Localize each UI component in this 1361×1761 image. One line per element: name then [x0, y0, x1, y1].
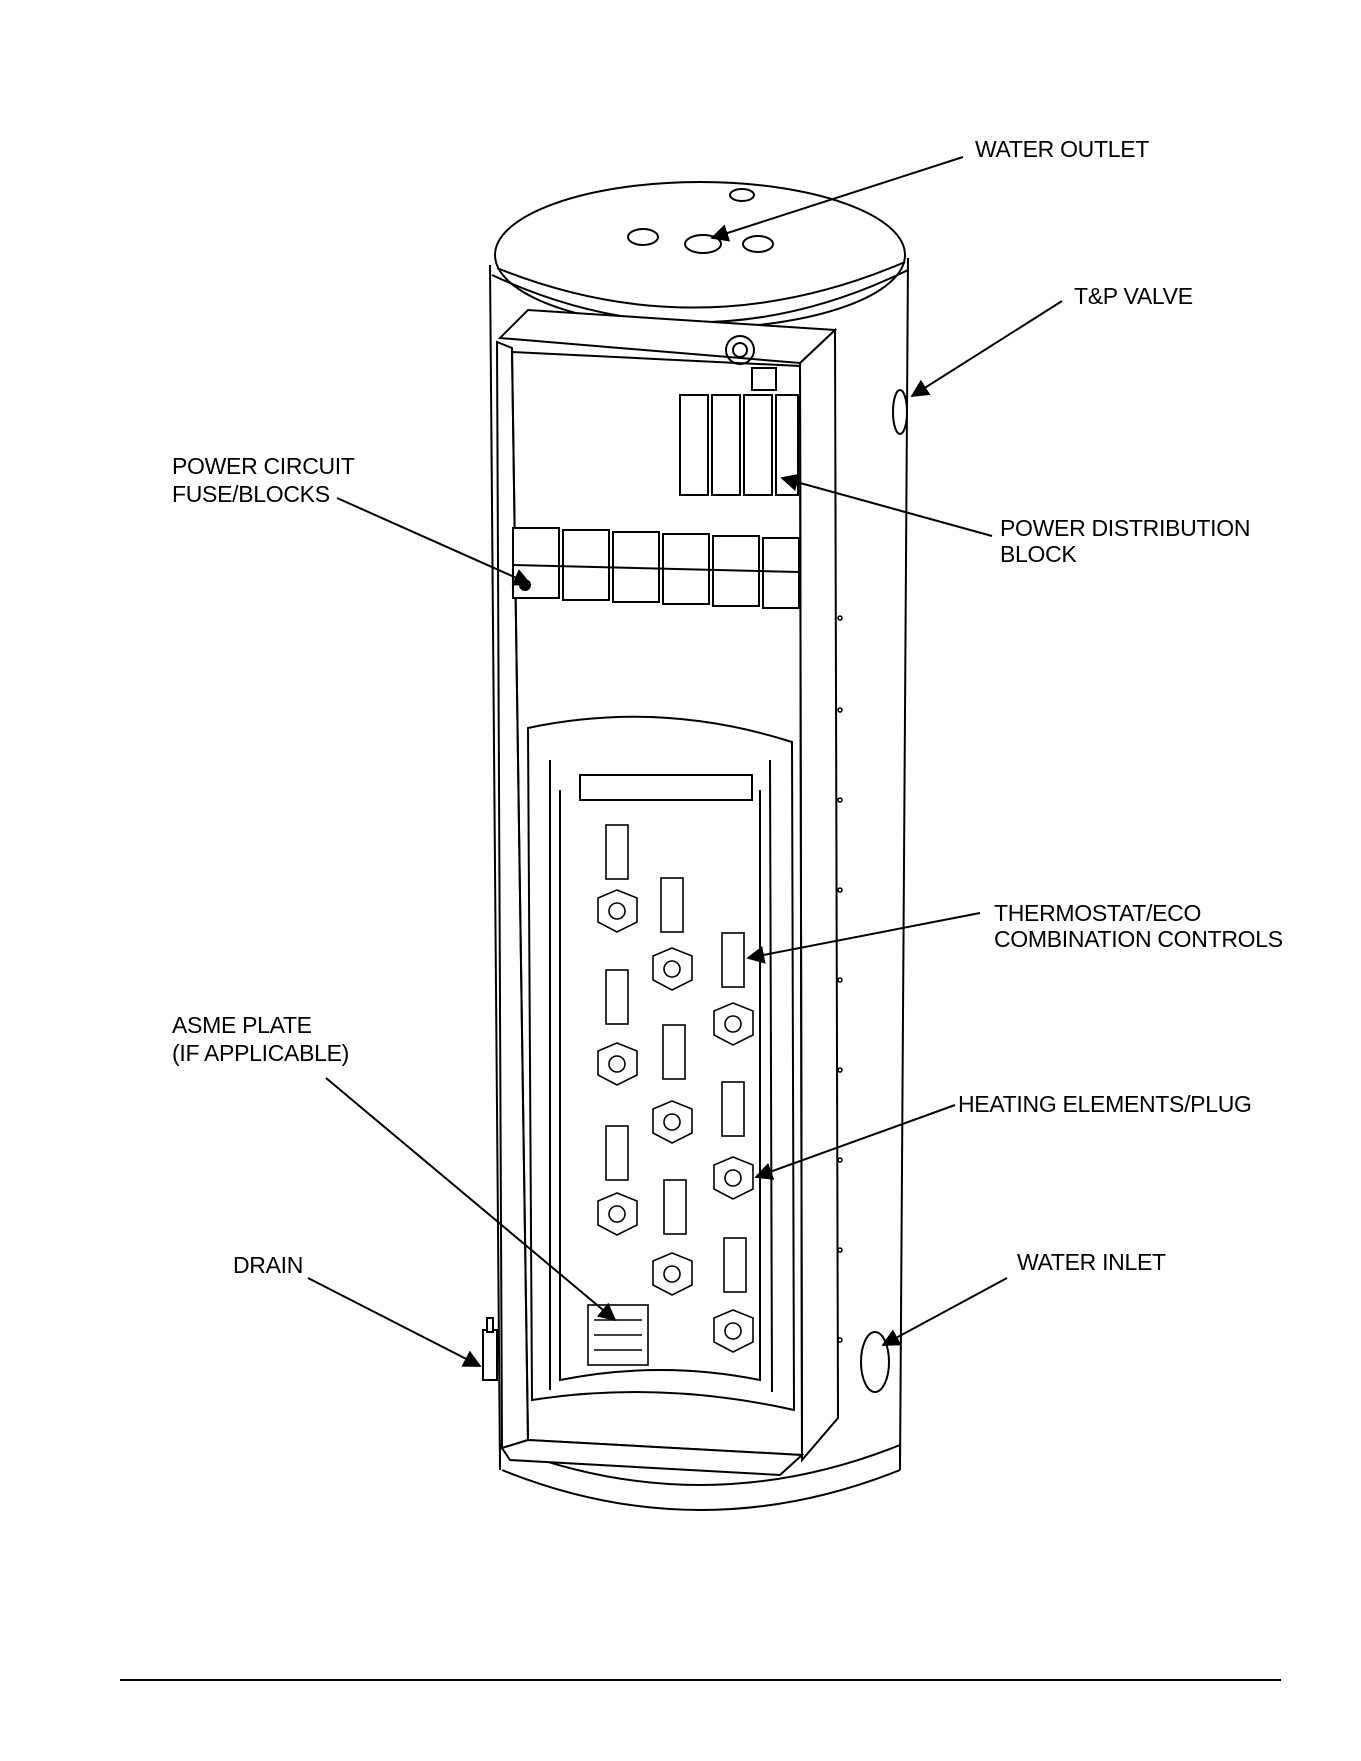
- top-port-left: [628, 229, 658, 245]
- leader-tp-valve: [912, 301, 1062, 396]
- label-asme-line2: (IF APPLICABLE): [172, 1040, 349, 1066]
- label-asme-line1: ASME PLATE: [172, 1012, 312, 1038]
- heating-element: [714, 1157, 753, 1199]
- heating-element: [653, 1253, 692, 1295]
- heating-element: [653, 948, 692, 990]
- thermostat-control: [722, 1082, 744, 1136]
- thermostat-control: [606, 1126, 628, 1180]
- leader-drain: [308, 1278, 480, 1366]
- heating-element: [598, 890, 637, 932]
- top-port-right: [743, 236, 773, 252]
- label-water-inlet: WATER INLET: [1017, 1249, 1166, 1275]
- label-power-circuit-line1: POWER CIRCUIT: [172, 453, 355, 479]
- top-port-back: [730, 189, 754, 201]
- label-thermostat-line2: COMBINATION CONTROLS: [994, 926, 1283, 952]
- heating-element: [598, 1193, 637, 1235]
- heating-element: [598, 1043, 637, 1085]
- heating-element: [714, 1310, 753, 1352]
- element-enclosure: [528, 717, 794, 1410]
- thermostat-control: [664, 1180, 686, 1234]
- heating-element: [653, 1101, 692, 1143]
- asme-plate: [588, 1305, 648, 1365]
- label-thermostat-line1: THERMOSTAT/ECO: [994, 900, 1201, 926]
- thermostat-control: [606, 825, 628, 879]
- fuse-block-row: [513, 528, 799, 608]
- water-inlet-opening: [861, 1332, 889, 1392]
- label-power-distribution-line2: BLOCK: [1000, 541, 1077, 567]
- label-heating-elements: HEATING ELEMENTS/PLUG: [958, 1091, 1252, 1117]
- thermostat-control: [663, 1025, 685, 1079]
- label-drain: DRAIN: [233, 1252, 303, 1278]
- tp-valve-opening: [893, 390, 907, 434]
- heating-element: [714, 1003, 753, 1045]
- thermostat-control: [606, 970, 628, 1024]
- label-power-distribution-line1: POWER DISTRIBUTION: [1000, 515, 1250, 541]
- drain-valve: [483, 1318, 497, 1380]
- thermostat-control: [722, 933, 744, 987]
- thermostat-control: [661, 878, 683, 932]
- label-power-circuit-line2: FUSE/BLOCKS: [172, 481, 330, 507]
- thermostat-control: [724, 1238, 746, 1292]
- label-water-outlet: WATER OUTLET: [975, 136, 1149, 162]
- tank-top-lid: [495, 182, 905, 328]
- power-distribution-block: [680, 368, 798, 495]
- label-tp-valve: T&P VALVE: [1074, 283, 1193, 309]
